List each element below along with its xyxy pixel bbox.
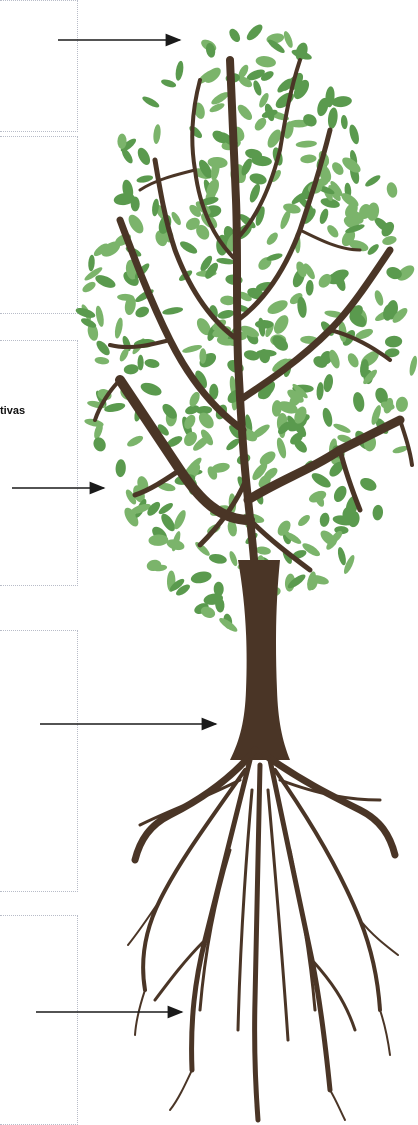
leaf	[322, 373, 334, 392]
tree-trunk	[230, 560, 290, 760]
leaf	[364, 173, 382, 188]
leaf	[346, 351, 361, 369]
leaf	[255, 55, 277, 69]
leaf	[178, 239, 199, 256]
leaf	[265, 297, 289, 316]
leaf	[152, 124, 161, 144]
leaf	[295, 140, 317, 148]
leaf	[385, 335, 403, 348]
leaf	[160, 78, 177, 89]
leaf	[113, 317, 124, 339]
tree-canopy	[75, 22, 418, 634]
leaf	[243, 349, 261, 362]
leaf	[94, 356, 109, 365]
leaf	[319, 512, 331, 528]
leaf	[348, 124, 361, 146]
leaf	[94, 305, 105, 327]
leaf	[123, 364, 139, 375]
leaf	[208, 553, 227, 565]
leaf	[135, 146, 152, 167]
leaf	[255, 546, 271, 556]
leaf	[174, 60, 184, 81]
leaf	[331, 484, 349, 504]
leaf	[228, 550, 239, 567]
leaf	[134, 305, 151, 320]
leaf	[94, 273, 118, 291]
leaf	[190, 570, 213, 585]
leaf	[265, 231, 280, 247]
leaf	[181, 343, 202, 354]
leaf	[141, 95, 161, 110]
leaf	[115, 459, 126, 477]
leaf	[381, 235, 397, 247]
leaf	[91, 435, 108, 453]
leaf	[252, 116, 268, 133]
leaf	[385, 181, 398, 198]
leaf	[248, 172, 267, 186]
leaf	[227, 27, 242, 44]
leaf	[271, 313, 291, 337]
leaf	[126, 212, 147, 236]
leaf	[336, 546, 347, 566]
leaf	[275, 437, 288, 460]
leaf	[408, 355, 418, 376]
leaf	[126, 434, 145, 449]
leaf	[366, 242, 381, 256]
leaf	[255, 320, 273, 329]
leaf	[94, 339, 112, 358]
leaf	[162, 306, 184, 316]
leaf	[217, 309, 235, 321]
leaf	[300, 154, 317, 164]
leaf	[373, 289, 385, 307]
leaf	[144, 358, 160, 369]
leaf	[305, 280, 314, 296]
leaf	[318, 208, 330, 226]
leaf	[81, 280, 98, 295]
leaf	[138, 355, 144, 371]
tree-roots	[128, 750, 398, 1120]
leaf	[372, 504, 384, 520]
leaf	[316, 382, 324, 400]
leaf	[252, 79, 263, 96]
leaf	[244, 22, 265, 43]
leaf	[340, 115, 348, 130]
leaf	[358, 475, 379, 493]
leaf	[187, 124, 204, 140]
leaf	[352, 391, 366, 413]
leaf	[296, 513, 312, 528]
leaf	[327, 107, 339, 129]
leaf	[395, 396, 409, 412]
leaf	[139, 380, 163, 398]
leaf	[273, 90, 297, 112]
leaf	[103, 401, 126, 413]
leaf	[325, 223, 341, 239]
leaf	[321, 407, 334, 428]
leaf	[282, 30, 295, 49]
leaf	[332, 422, 351, 435]
leaf	[88, 254, 96, 271]
leaf	[235, 102, 254, 122]
leaf	[248, 183, 262, 204]
leaf	[170, 210, 183, 226]
